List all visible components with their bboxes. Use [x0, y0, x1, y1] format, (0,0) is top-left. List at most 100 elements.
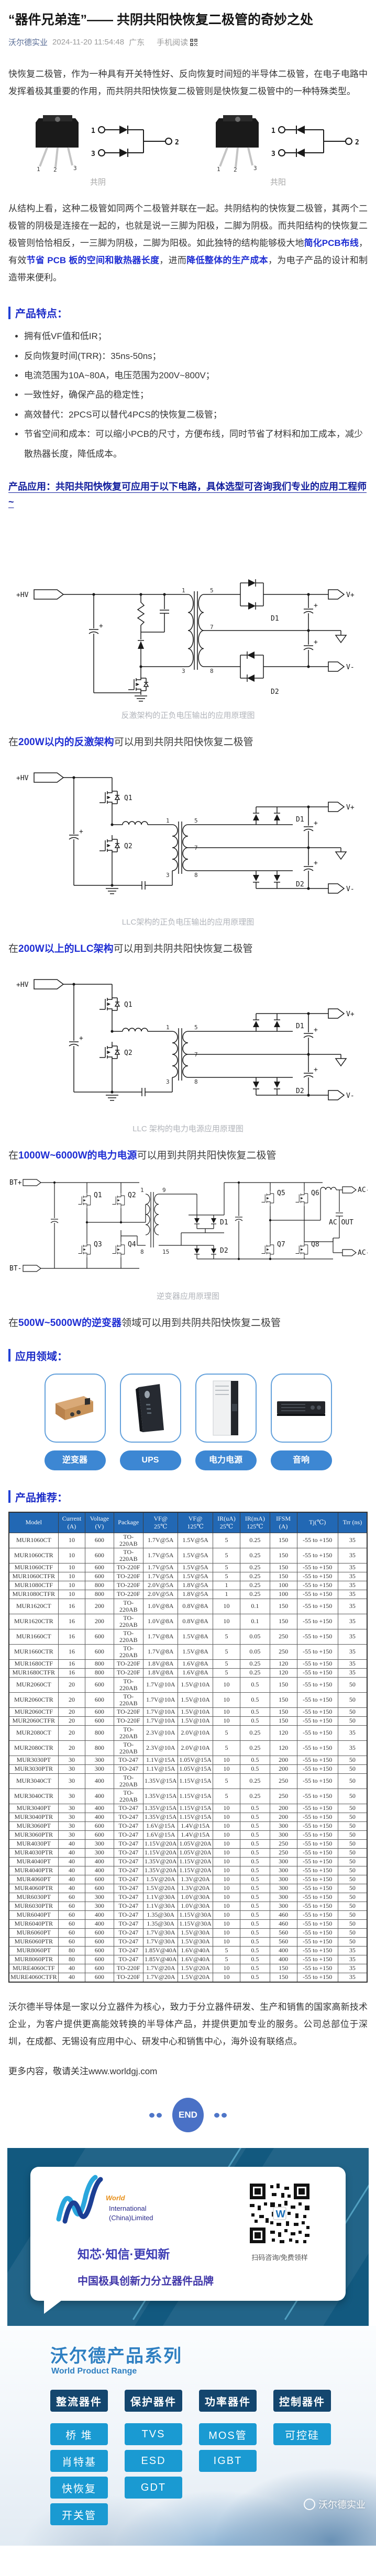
svg-text:D1: D1	[296, 1022, 304, 1030]
llc-circuit-figure: +HV + Q1 Q2 1 3 5 7 8	[8, 757, 368, 911]
svg-text:+: +	[314, 819, 318, 827]
qr-code-image: W	[247, 2180, 313, 2247]
svg-text:+: +	[314, 1066, 318, 1074]
svg-text:7: 7	[210, 624, 214, 631]
application-intro-line: 产品应用：共阳共阳快恢复可应用于以下电路，具体选型可咨询我们专业的应用工程师~	[8, 481, 367, 507]
svg-text:1: 1	[271, 127, 275, 135]
svg-text:D2: D2	[296, 881, 304, 888]
feature-item: 反向恢复时间(TRR)：35ns-50ns；	[24, 346, 368, 366]
product-column-header: IR(mA) 125℃	[240, 1512, 270, 1533]
range-title: 沃尔德产品系列	[50, 2346, 182, 2367]
range-item: 桥 堆	[50, 2423, 108, 2446]
svg-text:+: +	[79, 1034, 83, 1042]
svg-text:World: World	[106, 2194, 126, 2202]
svg-text:1: 1	[166, 1024, 170, 1031]
highlight-pcb-routing: 简化PCB布线	[304, 238, 359, 248]
svg-text:1: 1	[140, 1187, 144, 1194]
llc-power-heading: 在1000W~6000W的电力电源可以用到共阴共阳快恢复二极管	[8, 1150, 277, 1161]
range-item: 开关管	[50, 2503, 108, 2526]
feature-item: 高效替代：2PCS可以替代4PCS的快恢复二极管；	[24, 405, 368, 424]
svg-text:(China)Limited: (China)Limited	[109, 2214, 153, 2222]
range-item: IGBT	[199, 2450, 257, 2472]
svg-text:3: 3	[166, 1078, 170, 1085]
areas-header: 应用领域：	[8, 1348, 368, 1363]
svg-text:Q1: Q1	[124, 794, 132, 802]
svg-text:+HV: +HV	[16, 774, 29, 782]
svg-text:1: 1	[182, 587, 185, 594]
svg-text:3: 3	[91, 150, 95, 158]
svg-text:International: International	[109, 2204, 147, 2212]
flyback-schematic-image: +HV + 1 3 5 7 8 D1	[16, 579, 355, 702]
range-item: ESD	[125, 2450, 182, 2472]
author-link[interactable]: 沃尔德实业	[8, 38, 48, 48]
area-card-power: 电力电源	[195, 1373, 257, 1470]
svg-text:D2: D2	[296, 1087, 304, 1095]
svg-text:AC-L: AC-L	[358, 1186, 368, 1194]
svg-text:2: 2	[53, 166, 57, 172]
svg-text:D2: D2	[220, 1247, 228, 1255]
audio-amp-image	[270, 1373, 332, 1443]
svg-text:W: W	[276, 2209, 286, 2220]
feature-item: 节省空间和成本：可以缩小PCB的尺寸，方便布线，同时节省了材料和加工成本，减少散…	[24, 424, 368, 464]
flyback-circuit-figure: +HV + 1 3 5 7 8 D1	[8, 521, 368, 704]
svg-text:+: +	[79, 828, 83, 836]
svg-text:V+: V+	[346, 1010, 355, 1018]
package-figure: 1 2 3 1 3 2 共阴 1 2 3	[12, 113, 364, 187]
footer-qr-block: W 扫码咨询/免费领样	[245, 2180, 314, 2262]
product-column-header: Current (A)	[58, 1512, 86, 1533]
to247-package-common-cathode-image: 1 2 3 1 3 2	[36, 115, 179, 173]
page-title: “器件兄弟连”—— 共阴共阳快恢复二极管的奇妙之处	[8, 13, 313, 27]
svg-text:+: +	[314, 1026, 318, 1034]
range-subtitle: World Product Range	[51, 2367, 137, 2376]
range-item: 功率器件	[199, 2390, 257, 2412]
svg-text:1: 1	[217, 166, 220, 172]
intro-paragraph: 快恢复二极管，作为一种具有开关特性好、反向恢复时间短的半导体二极管，在电子电路中…	[8, 69, 368, 97]
end-badge: END	[172, 2098, 204, 2133]
range-item: 整流器件	[50, 2390, 108, 2412]
svg-text:BT+: BT+	[9, 1179, 22, 1187]
svg-text:+: +	[314, 859, 318, 867]
publish-region: 广东	[129, 38, 145, 48]
mobile-read-button[interactable]: 手机阅读	[157, 37, 198, 48]
svg-text:Q4: Q4	[128, 1241, 136, 1248]
svg-text:AC OUT: AC OUT	[329, 1219, 353, 1227]
end-divider: END	[8, 2098, 368, 2133]
inverter-caption: 逆变器应用原理图	[156, 1291, 219, 1301]
svg-text:Q2: Q2	[124, 842, 132, 850]
product-column-header: IR(uA) 25℃	[212, 1512, 241, 1533]
range-row: 整流器件保护器件功率器件控制器件	[50, 2390, 331, 2412]
svg-text:Q6: Q6	[311, 1189, 319, 1197]
section-bar	[8, 1349, 10, 1362]
svg-text:V-: V-	[346, 663, 355, 671]
svg-text:3: 3	[166, 872, 170, 879]
svg-text:D2: D2	[271, 688, 279, 696]
structure-paragraph: 从结构上看，这种二极管如同两个二极管并联在一起。共阴结构的快恢复二极管，其两个二…	[8, 203, 368, 283]
brand-banner: World International (China)Limited 知芯·知信…	[7, 2148, 369, 2326]
power-supply-image	[195, 1373, 257, 1443]
section-bar	[8, 1490, 10, 1503]
highlight-cost: 降低整体的生产成本	[186, 255, 268, 265]
